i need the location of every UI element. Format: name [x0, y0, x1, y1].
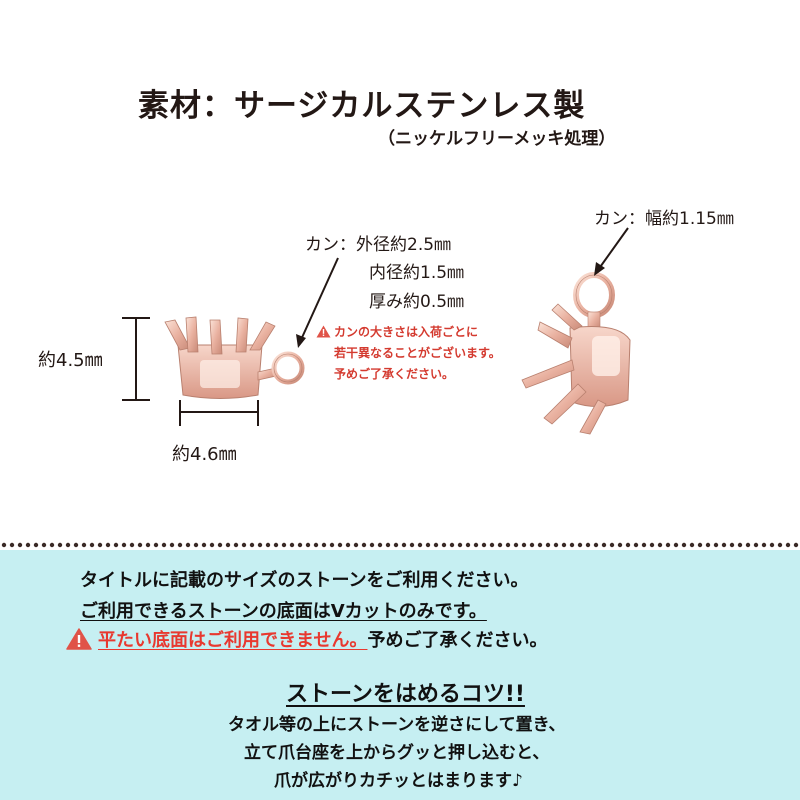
- tips-line-1: タオル等の上にストーンを逆さにして置き、: [228, 715, 566, 735]
- warning-note-line3: 予めご了承ください。: [334, 367, 455, 381]
- info-line-flat-warning: 平たい底面はご利用できません。予めご了承ください。: [66, 626, 547, 652]
- material-title: 素材：サージカルステンレス製: [138, 88, 586, 124]
- height-dimension: [122, 317, 150, 401]
- product-illustration: [122, 227, 631, 435]
- warning-note-line1: カンの大きさは入荷ごとに: [334, 325, 479, 339]
- kan-width-label: カン：幅約1.15㎜: [594, 209, 734, 229]
- dotted-divider: [0, 541, 800, 549]
- info-line-size: タイトルに記載のサイズのストーンをご利用ください。: [80, 570, 529, 591]
- arrow-kan-left: [296, 257, 339, 348]
- kan-inner-diameter: 内径約1.5㎜: [369, 263, 465, 283]
- info-line-vcut: ご利用できるストーンの底面はVカットのみです。: [80, 601, 487, 622]
- warning-note: カンの大きさは入荷ごとに 若干異なることがございます。 予めご了承ください。: [316, 322, 501, 385]
- crown-setting-right: [521, 272, 631, 435]
- width-label: 約4.6㎜: [172, 444, 237, 465]
- kan-outer-diameter: カン：外径約2.5㎜: [305, 235, 452, 255]
- warning-icon: [316, 325, 331, 338]
- crown-setting-left: [164, 316, 305, 399]
- kan-thickness: 厚み約0.5㎜: [369, 292, 465, 312]
- height-label: 約4.5㎜: [38, 350, 103, 371]
- tips-line-3: 爪が広がりカチッとはまります♪: [274, 771, 523, 791]
- material-subtitle: （ニッケルフリーメッキ処理）: [378, 129, 616, 149]
- arrow-kan-right: [594, 227, 629, 276]
- info-panel: [0, 550, 800, 800]
- width-dimension: [179, 400, 259, 426]
- flat-bottom-notice: 予めご了承ください。: [367, 630, 548, 651]
- warning-note-line2: 若干異なることがございます。: [334, 346, 501, 360]
- tips-title: ストーンをはめるコツ!!: [286, 682, 525, 707]
- tips-line-2: 立て爪台座を上からグッと押し込むと、: [244, 743, 550, 763]
- flat-bottom-warning: 平たい底面はご利用できません。: [98, 630, 368, 651]
- warning-icon: [66, 628, 92, 650]
